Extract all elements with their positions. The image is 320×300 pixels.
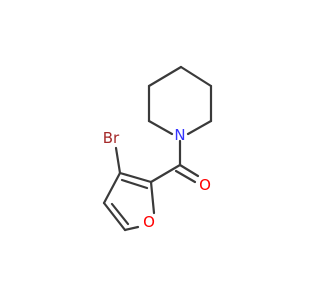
atom-bromine: Br: [103, 129, 120, 147]
bond-pip-n-c6: [147, 119, 174, 136]
atom-nitrogen: N: [174, 126, 185, 144]
structure-canvas: N O O Br: [102, 65, 213, 232]
piperidine-ring: [147, 65, 213, 136]
bond-furan-c2-c3-inner: [120, 178, 149, 190]
bond-c3-br: [114, 146, 122, 175]
bond-furan-c4-c5-inner: [110, 202, 130, 226]
atom-oxygen-carbonyl: O: [199, 176, 211, 194]
atom-oxygen-furan: O: [143, 213, 155, 231]
bond-furan-c2-c3: [118, 171, 153, 184]
bond-furan-c5-o: [123, 225, 140, 232]
bond-pip-c1-c2: [147, 65, 183, 88]
carbonyl-double-bond: [174, 163, 200, 184]
bond-furan-c3-c4: [102, 171, 122, 205]
bond-pip-c4-n: [186, 119, 213, 136]
bond-furan-o-c2: [149, 180, 156, 215]
molecule-diagram: N O O Br: [102, 65, 213, 232]
bond-carbonyl-furan: [149, 163, 182, 184]
furan-ring: [102, 171, 156, 232]
bond-pip-c2-c3: [179, 65, 213, 88]
bond-furan-c4-c5: [102, 201, 127, 232]
